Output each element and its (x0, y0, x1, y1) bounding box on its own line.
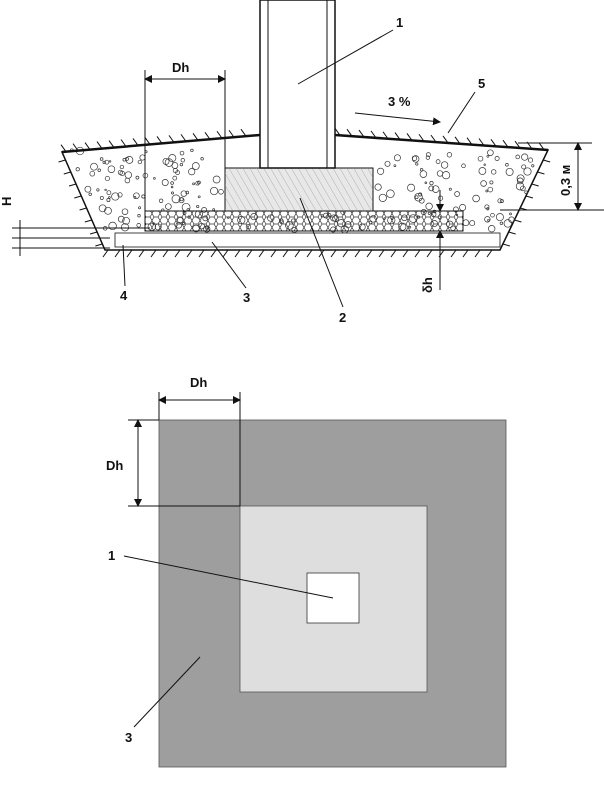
plan-dim-dh-horizontal: Dh (190, 375, 207, 390)
mesh-layer (144, 210, 464, 232)
callout-4: 4 (120, 288, 128, 303)
column (259, 0, 336, 169)
plan-dim-dh-vertical: Dh (106, 458, 123, 473)
plan-view: Dh Dh 1 3 (106, 375, 507, 768)
plan-callout-1: 1 (108, 548, 115, 563)
callout-2: 2 (339, 310, 346, 325)
ground-surface (61, 133, 549, 154)
plan-callout-3: 3 (125, 730, 132, 745)
ground-hatching (58, 128, 551, 258)
callout-5: 5 (478, 76, 485, 91)
section-view: Dh 1 3 % 5 0,3 м δh H 4 3 2 (0, 0, 604, 325)
callout-1: 1 (396, 15, 403, 30)
dim-dh-label: Dh (172, 60, 189, 75)
callout-3: 3 (243, 290, 250, 305)
footing-hatch (225, 168, 373, 211)
slope-label: 3 % (388, 94, 411, 109)
delta-h-label: δh (420, 277, 435, 293)
depth-label: 0,3 м (558, 165, 573, 196)
base-layer (114, 232, 501, 248)
dim-h-label: H (0, 197, 14, 206)
